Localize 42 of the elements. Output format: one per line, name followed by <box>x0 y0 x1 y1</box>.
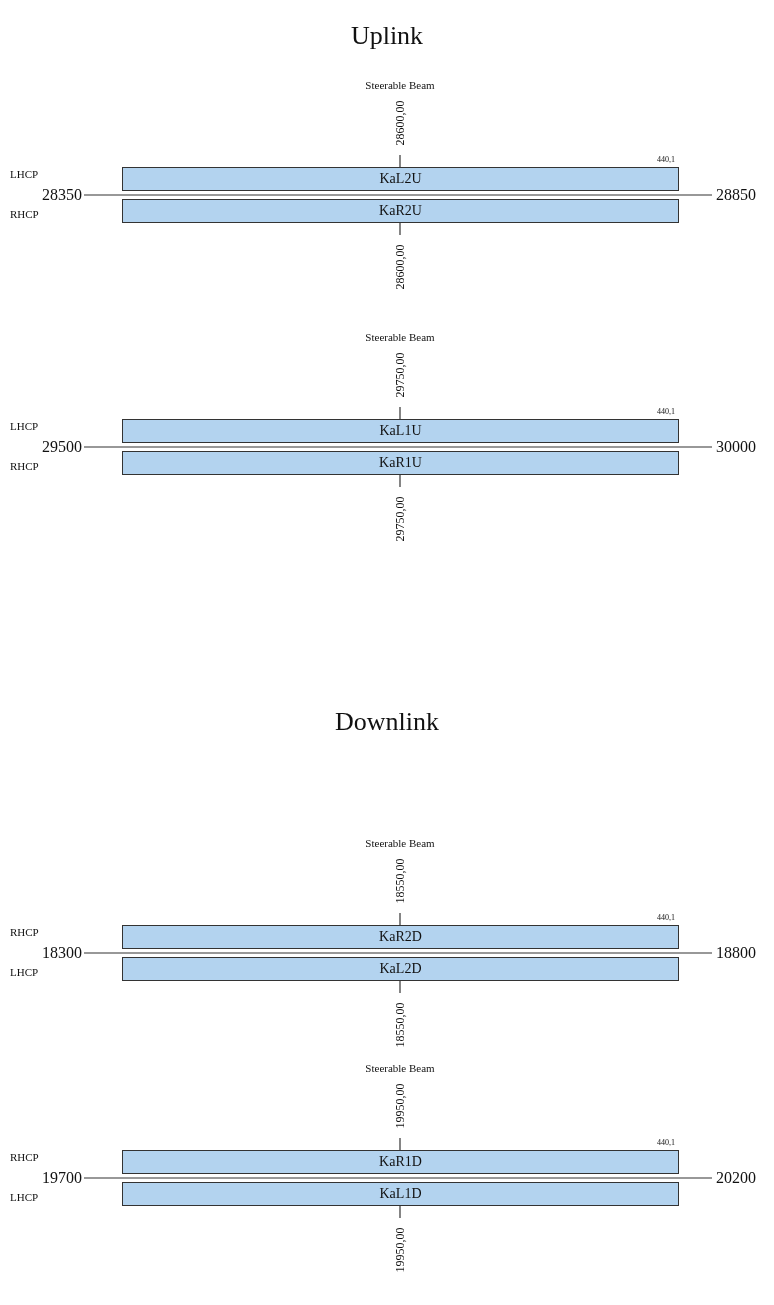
start-frequency: 18300 <box>42 945 82 961</box>
polarization-label: LHCP <box>10 966 39 978</box>
polarization-label: RHCP <box>10 460 39 472</box>
center-frequency: 28600,00 <box>394 100 406 146</box>
channel-band: KaR2D <box>122 925 679 949</box>
beam-label: Steerable Beam <box>365 331 435 343</box>
polarization-label: RHCP <box>10 208 39 220</box>
channel-band: KaR1U <box>122 451 679 475</box>
center-frequency: 28600,00 <box>394 244 406 290</box>
polarization-label: LHCP <box>10 420 39 432</box>
section-heading: Downlink <box>335 709 439 735</box>
polarization-label: RHCP <box>10 1151 39 1163</box>
center-frequency: 29750,00 <box>394 352 406 398</box>
center-frequency: 18550,00 <box>394 1002 406 1048</box>
stop-frequency: 28850 <box>716 187 756 203</box>
bandwidth-note: 440,1 <box>657 914 675 922</box>
channel-band: KaL2U <box>122 167 679 191</box>
polarization-label: RHCP <box>10 926 39 938</box>
channel-band: KaL2D <box>122 957 679 981</box>
bandwidth-note: 440,1 <box>657 156 675 164</box>
stop-frequency: 20200 <box>716 1170 756 1186</box>
stop-frequency: 18800 <box>716 945 756 961</box>
bandwidth-note: 440,1 <box>657 1139 675 1147</box>
start-frequency: 28350 <box>42 187 82 203</box>
channel-band: KaR2U <box>122 199 679 223</box>
channel-band: KaR1D <box>122 1150 679 1174</box>
section-heading: Uplink <box>350 23 424 49</box>
channel-band: KaL1U <box>122 419 679 443</box>
center-frequency: 29750,00 <box>394 496 406 542</box>
center-frequency: 19950,00 <box>394 1227 406 1273</box>
beam-label: Steerable Beam <box>365 1062 435 1074</box>
beam-label: Steerable Beam <box>365 837 435 849</box>
start-frequency: 29500 <box>42 439 82 455</box>
polarization-label: LHCP <box>10 168 39 180</box>
stop-frequency: 30000 <box>716 439 756 455</box>
beam-label: Steerable Beam <box>365 79 435 91</box>
center-frequency: 19950,00 <box>394 1083 406 1129</box>
polarization-label: LHCP <box>10 1191 39 1203</box>
channel-band: KaL1D <box>122 1182 679 1206</box>
bandwidth-note: 440,1 <box>657 408 675 416</box>
center-frequency: 18550,00 <box>394 858 406 904</box>
start-frequency: 19700 <box>42 1170 82 1186</box>
